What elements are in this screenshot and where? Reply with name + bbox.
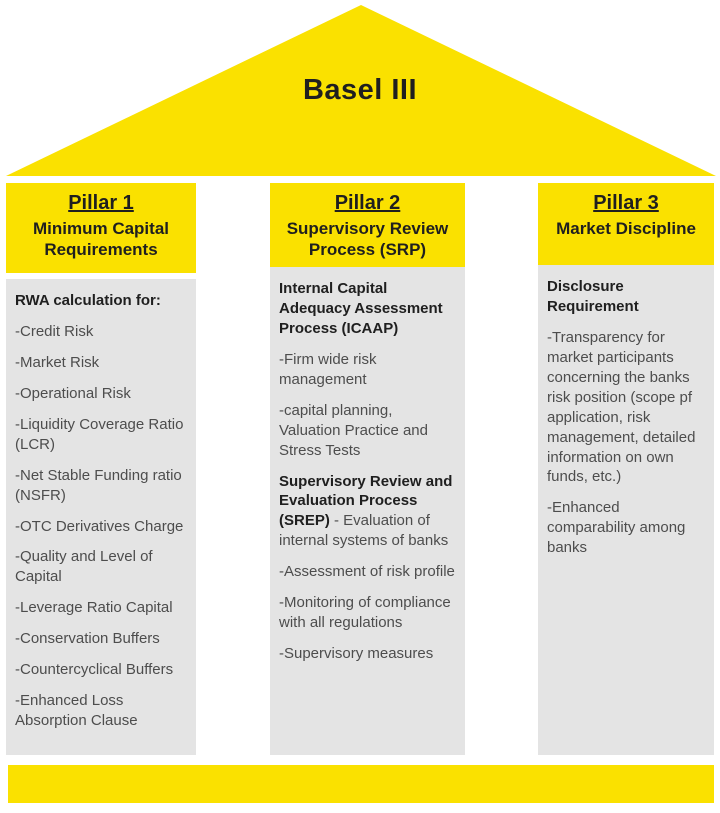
pillar-2-column: Pillar 2 Supervisory Review Process (SRP… xyxy=(270,183,465,755)
pillar-1-item: -Leverage Ratio Capital xyxy=(15,599,173,617)
pillar-1-item: RWA calculation for: xyxy=(15,292,161,309)
pillar-1-item: -Conservation Buffers xyxy=(15,630,160,648)
pillar-3-item: -Enhanced comparability among banks xyxy=(547,499,686,557)
pillar-1-item: -Operational Risk xyxy=(15,384,131,402)
diagram-title: Basel III xyxy=(302,74,418,106)
pillar-2-item: -Supervisory measures xyxy=(279,645,434,663)
pillar-2-subtitle: Supervisory Review Process (SRP) xyxy=(286,219,449,260)
pillar-3-item: Disclosure Requirement xyxy=(547,278,639,315)
foundation-bar xyxy=(8,765,714,803)
pillar-2-item: -Assessment of risk profile xyxy=(279,563,455,581)
pillar-2-item: Supervisory Review and Evaluation Proces… xyxy=(279,472,453,550)
pillar-2-item: -capital planning, Valuation Practice an… xyxy=(279,401,428,459)
pillar-1-item: -OTC Derivatives Charge xyxy=(15,517,184,535)
pillar-2-title: Pillar 2 xyxy=(334,192,401,214)
pillar-3-subtitle: Market Discipline xyxy=(556,219,696,238)
pillar-1-item: -Countercyclical Buffers xyxy=(15,661,174,679)
pillar-3-header: Pillar 3 Market Discipline xyxy=(538,183,714,265)
pillar-2-header: Pillar 2 Supervisory Review Process (SRP… xyxy=(270,183,465,267)
pillar-1-item: -Quality and Level of Capital xyxy=(15,548,153,586)
pillar-3-body: Disclosure Requirement -Transparency for… xyxy=(538,265,714,755)
pillar-1-item: -Net Stable Funding ratio (NSFR) xyxy=(15,466,182,504)
pillar-1-item: -Liquidity Coverage Ratio (LCR) xyxy=(15,415,184,453)
pillar-1-column: Pillar 1 Minimum Capital Requirements RW… xyxy=(6,183,196,755)
pillar-1-item: -Credit Risk xyxy=(15,322,94,340)
pillar-2-item: -Monitoring of compliance with all regul… xyxy=(279,594,451,632)
pillar-2-item: -Firm wide risk management xyxy=(279,350,377,388)
pillar-3-title: Pillar 3 xyxy=(593,192,659,214)
pillar-1-subtitle: Minimum Capital Requirements xyxy=(32,219,169,260)
pillar-1-item: -Market Risk xyxy=(15,353,100,371)
pillar-2-body: Internal Capital Adequacy Assessment Pro… xyxy=(270,267,465,755)
pillar-3-item: -Transparency for market participants co… xyxy=(547,328,696,486)
pillar-3-column: Pillar 3 Market Discipline Disclosure Re… xyxy=(538,183,714,755)
pillar-1-title: Pillar 1 xyxy=(68,192,134,214)
pillar-1-item: -Enhanced Loss Absorption Clause xyxy=(15,692,138,730)
pillar-2-item: Internal Capital Adequacy Assessment Pro… xyxy=(279,280,443,337)
pillar-1-header: Pillar 1 Minimum Capital Requirements xyxy=(6,183,196,273)
pillar-1-body: RWA calculation for: -Credit Risk -Marke… xyxy=(6,279,196,755)
